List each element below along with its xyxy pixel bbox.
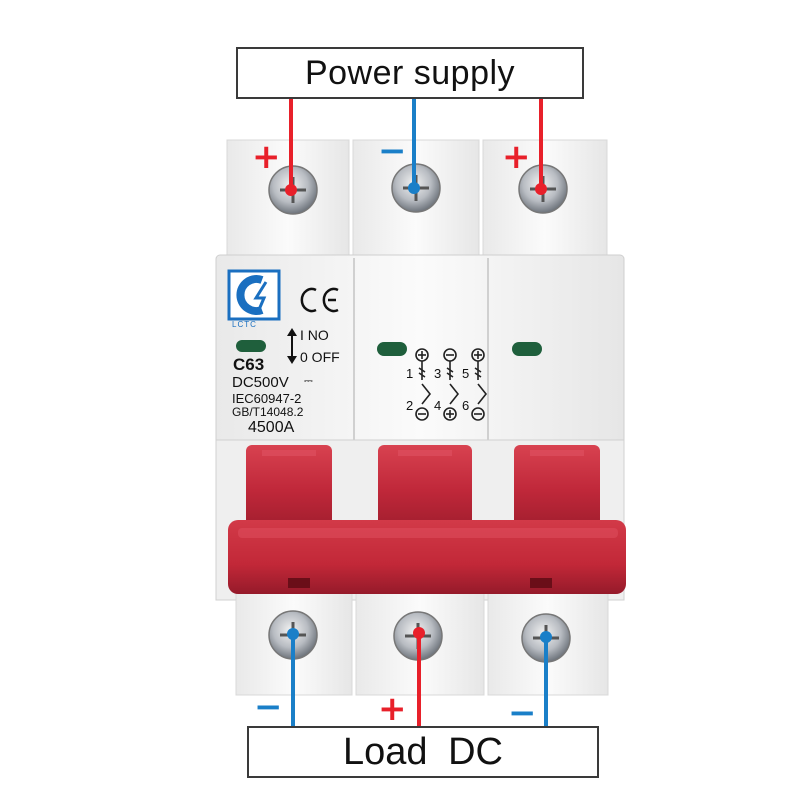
voltage-rating: DC500V <box>232 374 289 391</box>
pole-schematic-icon <box>415 348 488 421</box>
top-middle-polarity-sign: − <box>378 131 407 171</box>
negative-wire-bottom-right <box>544 637 548 726</box>
terminal-number: 3 <box>434 366 442 381</box>
power-supply-label: Power supply <box>236 47 584 99</box>
top-left-polarity-sign: + <box>252 137 281 177</box>
terminal-number: 6 <box>462 398 470 413</box>
dc-symbol: ⎓ <box>304 375 313 387</box>
terminal-number: 2 <box>406 398 414 413</box>
brand-name: LCTC <box>232 320 257 329</box>
standard-gb: GB/T14048.2 <box>232 405 304 419</box>
terminal-number: 4 <box>434 398 442 413</box>
bottom-left-polarity-sign: − <box>254 687 283 727</box>
handle-tie-bar <box>228 520 626 594</box>
on-label: I NO <box>300 327 329 343</box>
toggle-handles <box>246 445 600 535</box>
positive-wire-bottom-middle <box>417 633 421 726</box>
model-rating: C63 <box>233 355 265 374</box>
positive-wire-top-right <box>539 99 543 189</box>
negative-wire-bottom-left <box>291 634 295 726</box>
status-indicators <box>236 340 542 356</box>
bottom-middle-polarity-sign: + <box>378 689 407 729</box>
bottom-right-polarity-sign: − <box>508 693 537 733</box>
load-dc-label: Load DC <box>247 726 599 778</box>
standard-iec: IEC60947-2 <box>232 391 302 406</box>
breaking-capacity: 4500A <box>248 419 295 436</box>
ce-mark-icon <box>300 287 339 313</box>
off-label: 0 OFF <box>300 349 340 365</box>
negative-wire-top-middle <box>412 99 416 188</box>
terminal-number: 5 <box>462 366 470 381</box>
top-right-polarity-sign: + <box>502 137 531 177</box>
on-off-arrow-icon <box>287 328 297 364</box>
brand-logo <box>227 269 281 321</box>
terminal-number: 1 <box>406 366 414 381</box>
positive-wire-top-left <box>289 99 293 190</box>
